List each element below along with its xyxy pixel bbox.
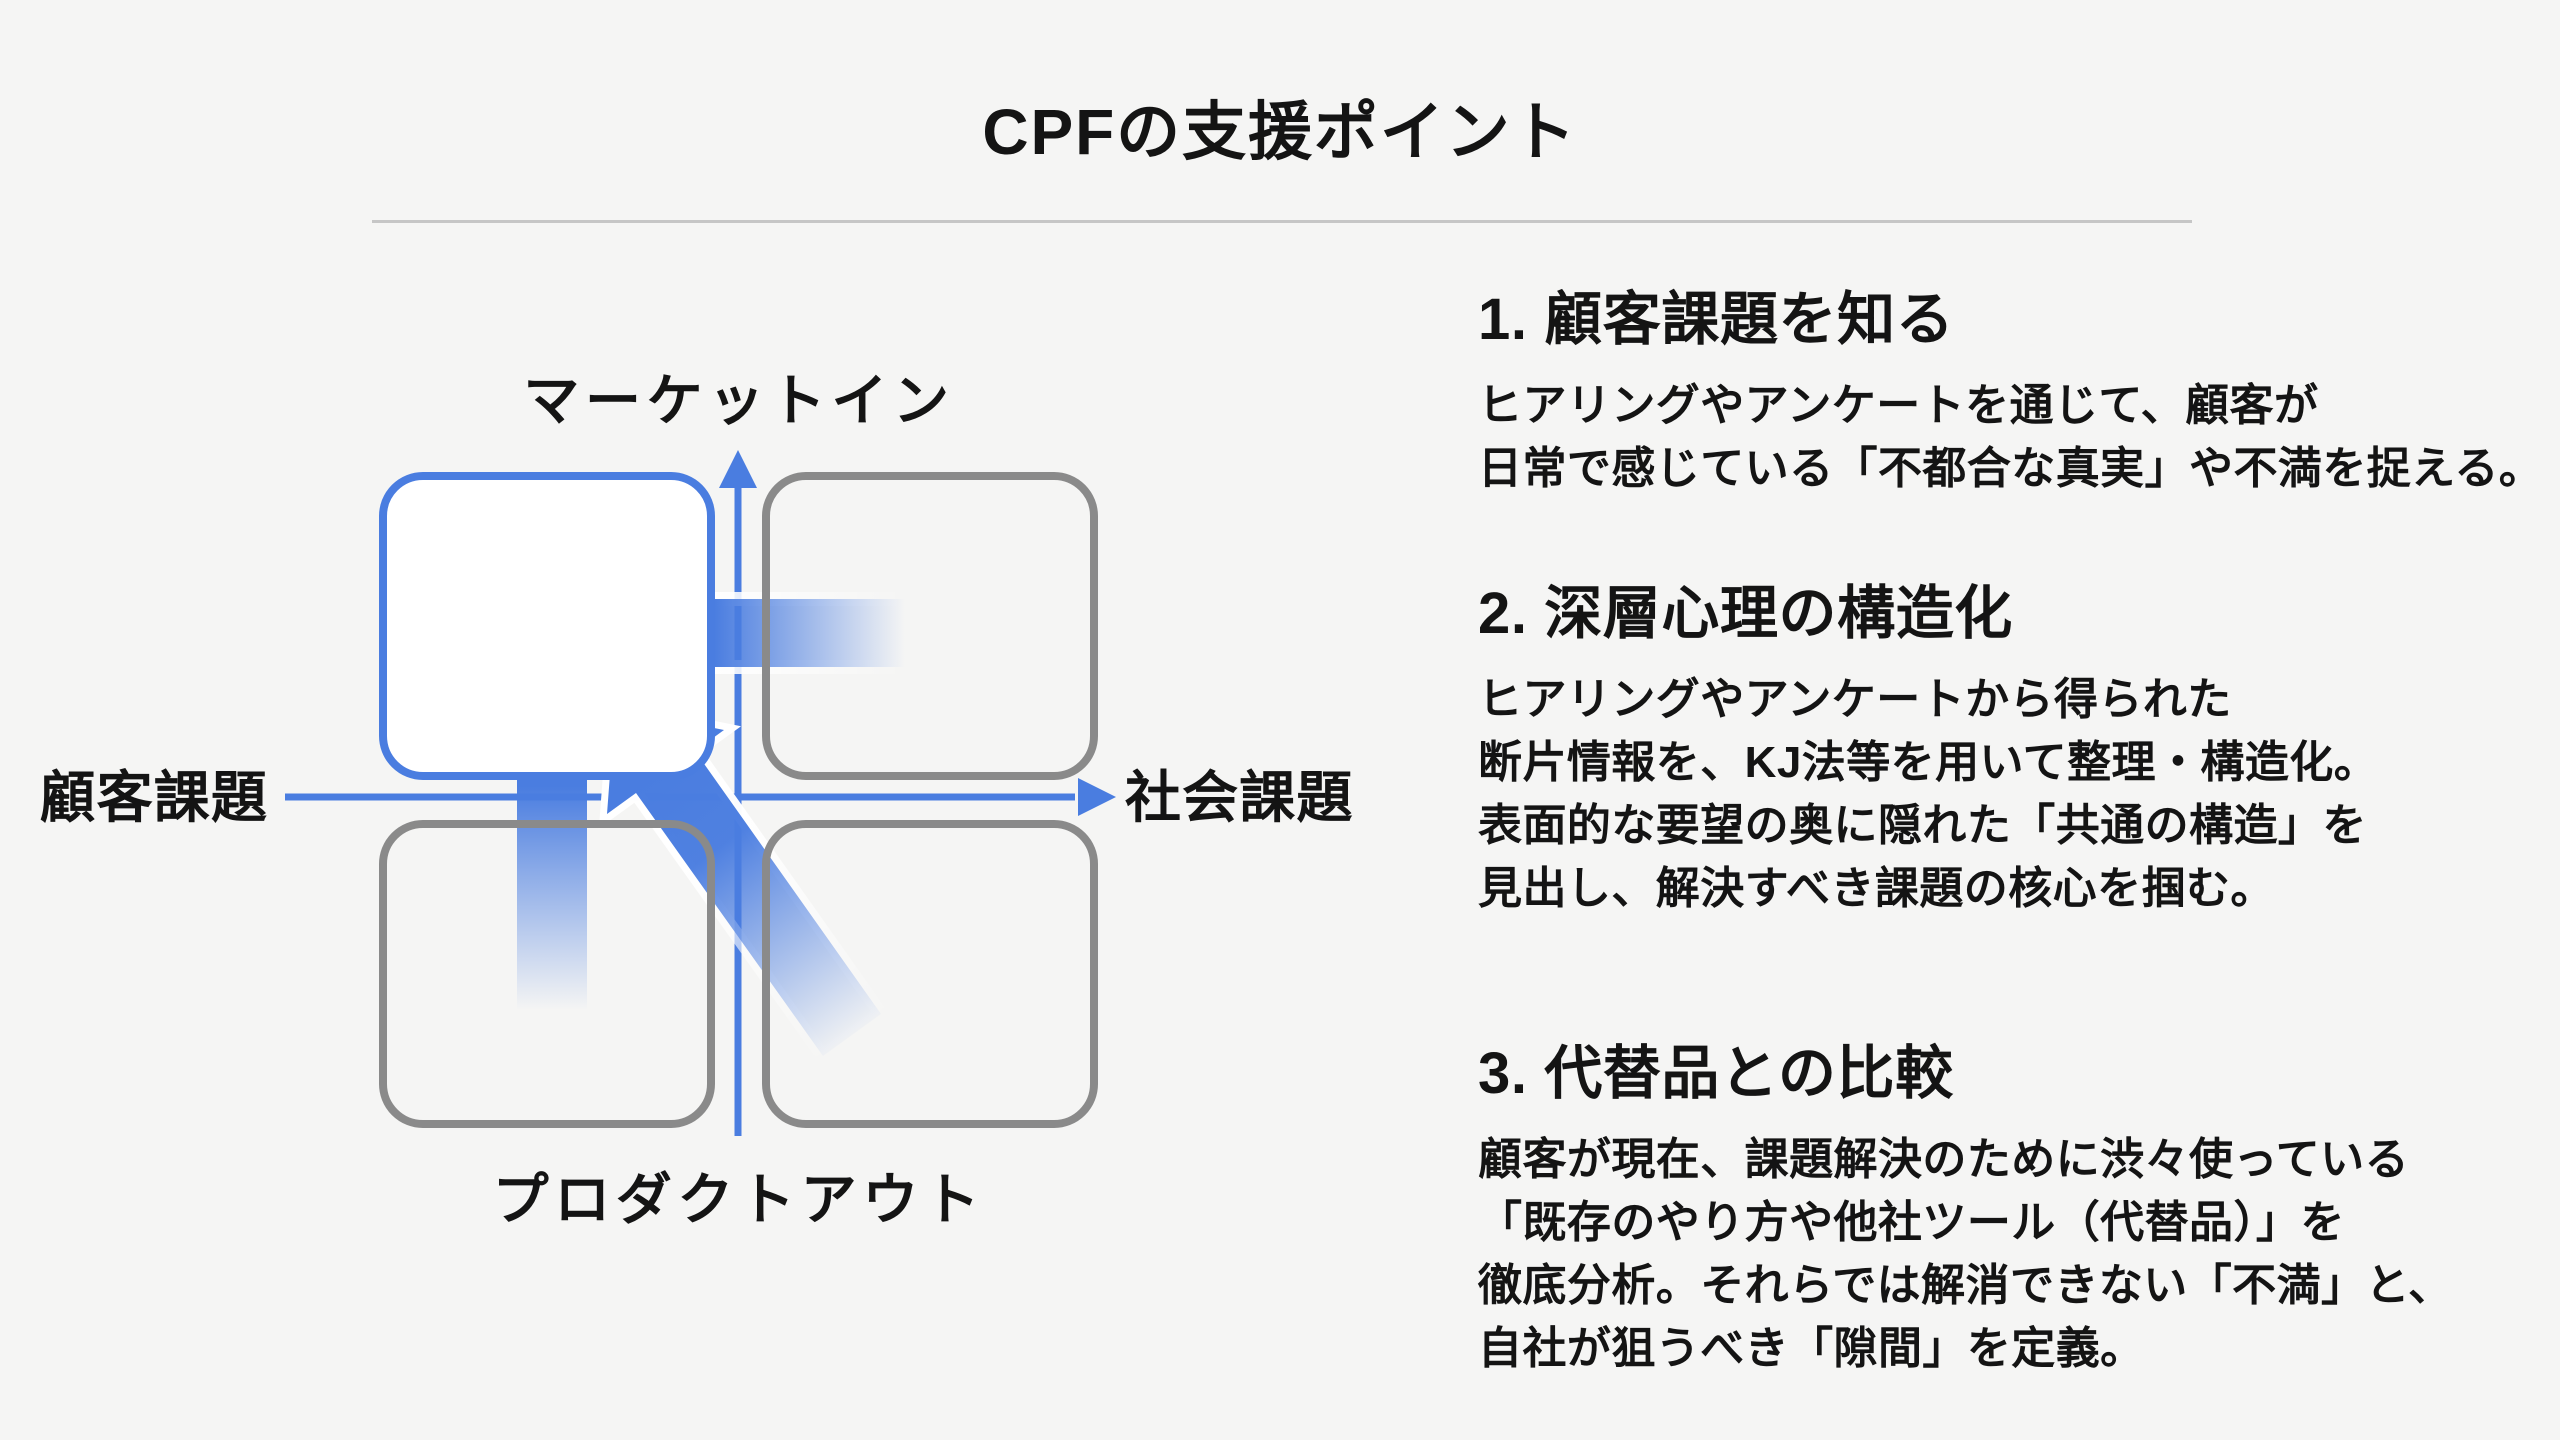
section-2-line: 断片情報を、KJ法等を用いて整理・構造化。 xyxy=(1478,738,2379,787)
diagonal-arrow xyxy=(598,699,891,1066)
section-3-line: 自社が狙うべき「隙間」を定義。 xyxy=(1478,1324,2145,1373)
section-3-heading: 3. 代替品との比較 xyxy=(1478,1041,1954,1106)
x-axis-arrow-icon xyxy=(1078,778,1116,816)
section-2-line: 見出し、解決すべき課題の核心を掴む。 xyxy=(1478,864,2275,913)
axis-label-customer-problem: 顧客課題 xyxy=(39,766,268,829)
section-2-line: 表面的な要望の奥に隠れた「共通の構造」を xyxy=(1478,801,2367,850)
quadrant-bottom-right xyxy=(762,820,1098,1128)
section-2: 2. 深層心理の構造化 ヒアリングやアンケートから得られた 断片情報を、KJ法等… xyxy=(1478,574,2538,920)
quadrant-top-left xyxy=(379,472,715,780)
section-3-line: 「既存のやり方や他社ツール（代替品）」を xyxy=(1478,1198,2345,1247)
section-1: 1. 顧客課題を知る ヒアリングやアンケートを通じて、顧客が 日常で感じている「… xyxy=(1478,280,2544,500)
axis-label-product-out: プロダクトアウト xyxy=(492,1168,986,1231)
section-1-line: 日常で感じている「不都合な真実」や不満を捉える。 xyxy=(1478,444,2544,493)
section-3-line: 顧客が現在、課題解決のために渋々使っている xyxy=(1478,1135,2410,1184)
section-3-line: 徹底分析。それらでは解消できない「不満」と、 xyxy=(1478,1261,2453,1310)
section-1-line: ヒアリングやアンケートを通じて、顧客が xyxy=(1478,381,2319,430)
section-2-line: ヒアリングやアンケートから得られた xyxy=(1478,675,2232,724)
section-2-heading: 2. 深層心理の構造化 xyxy=(1478,581,2013,646)
y-axis-arrow-icon xyxy=(719,450,757,488)
axis-label-market-in: マーケットイン xyxy=(523,369,955,432)
page-title: CPFの支援ポイント xyxy=(982,96,1578,168)
title-divider xyxy=(372,220,2192,223)
axis-label-social-problem: 社会課題 xyxy=(1125,766,1354,829)
quadrant-bottom-left xyxy=(379,820,715,1128)
section-1-heading: 1. 顧客課題を知る xyxy=(1478,287,1955,352)
quadrant-top-right xyxy=(762,472,1098,780)
section-3: 3. 代替品との比較 顧客が現在、課題解決のために渋々使っている 「既存のやり方… xyxy=(1478,1034,2538,1380)
